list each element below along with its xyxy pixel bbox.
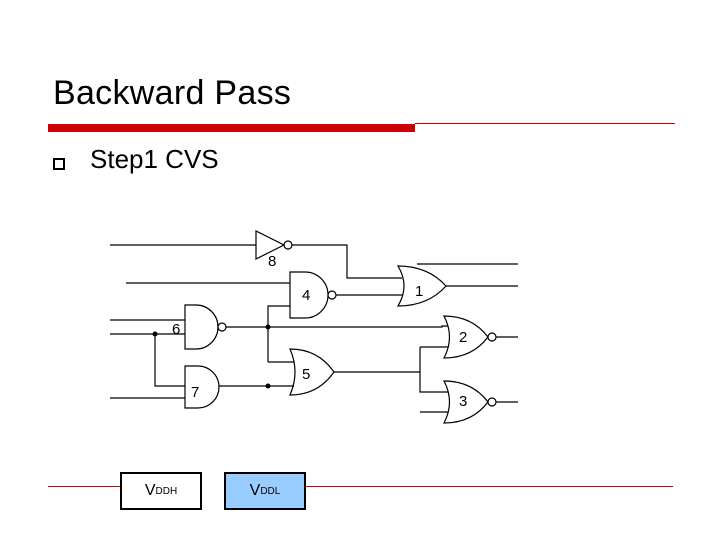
gate-label-6: 6: [172, 321, 180, 338]
title-underline-rule: [415, 123, 675, 124]
vddh-main: V: [144, 482, 156, 499]
gate-label-3: 3: [459, 393, 467, 410]
footer-rule-right: [306, 486, 673, 487]
hollow-square-bullet-icon: [53, 158, 65, 170]
vddh-sub: DDH: [155, 485, 178, 497]
footer-rule-left: [48, 486, 120, 487]
gate-2-nor: [443, 315, 497, 359]
gate-6-nand: [184, 304, 227, 350]
gate-label-5: 5: [302, 366, 310, 383]
gate-7-and: [184, 365, 220, 409]
gate-5-or: [289, 348, 335, 396]
junction-dots: [152, 324, 271, 389]
title-underline-bar: [48, 124, 415, 132]
gate-1-or: [396, 265, 447, 307]
bullet-text: Step1 CVS: [90, 144, 219, 174]
vddl-main: V: [249, 482, 261, 499]
gate-label-8: 8: [268, 253, 276, 270]
slide-title: Backward Pass: [53, 74, 292, 112]
gate-label-2: 2: [459, 329, 467, 346]
gate-3-nor: [443, 380, 497, 424]
gate-label-7: 7: [191, 384, 199, 401]
vddl-sub: DDL: [260, 485, 281, 497]
gate-4-nand: [289, 271, 337, 319]
circuit-wires: [110, 244, 518, 413]
gate-label-4: 4: [302, 287, 310, 304]
gate-label-1: 1: [415, 283, 423, 300]
